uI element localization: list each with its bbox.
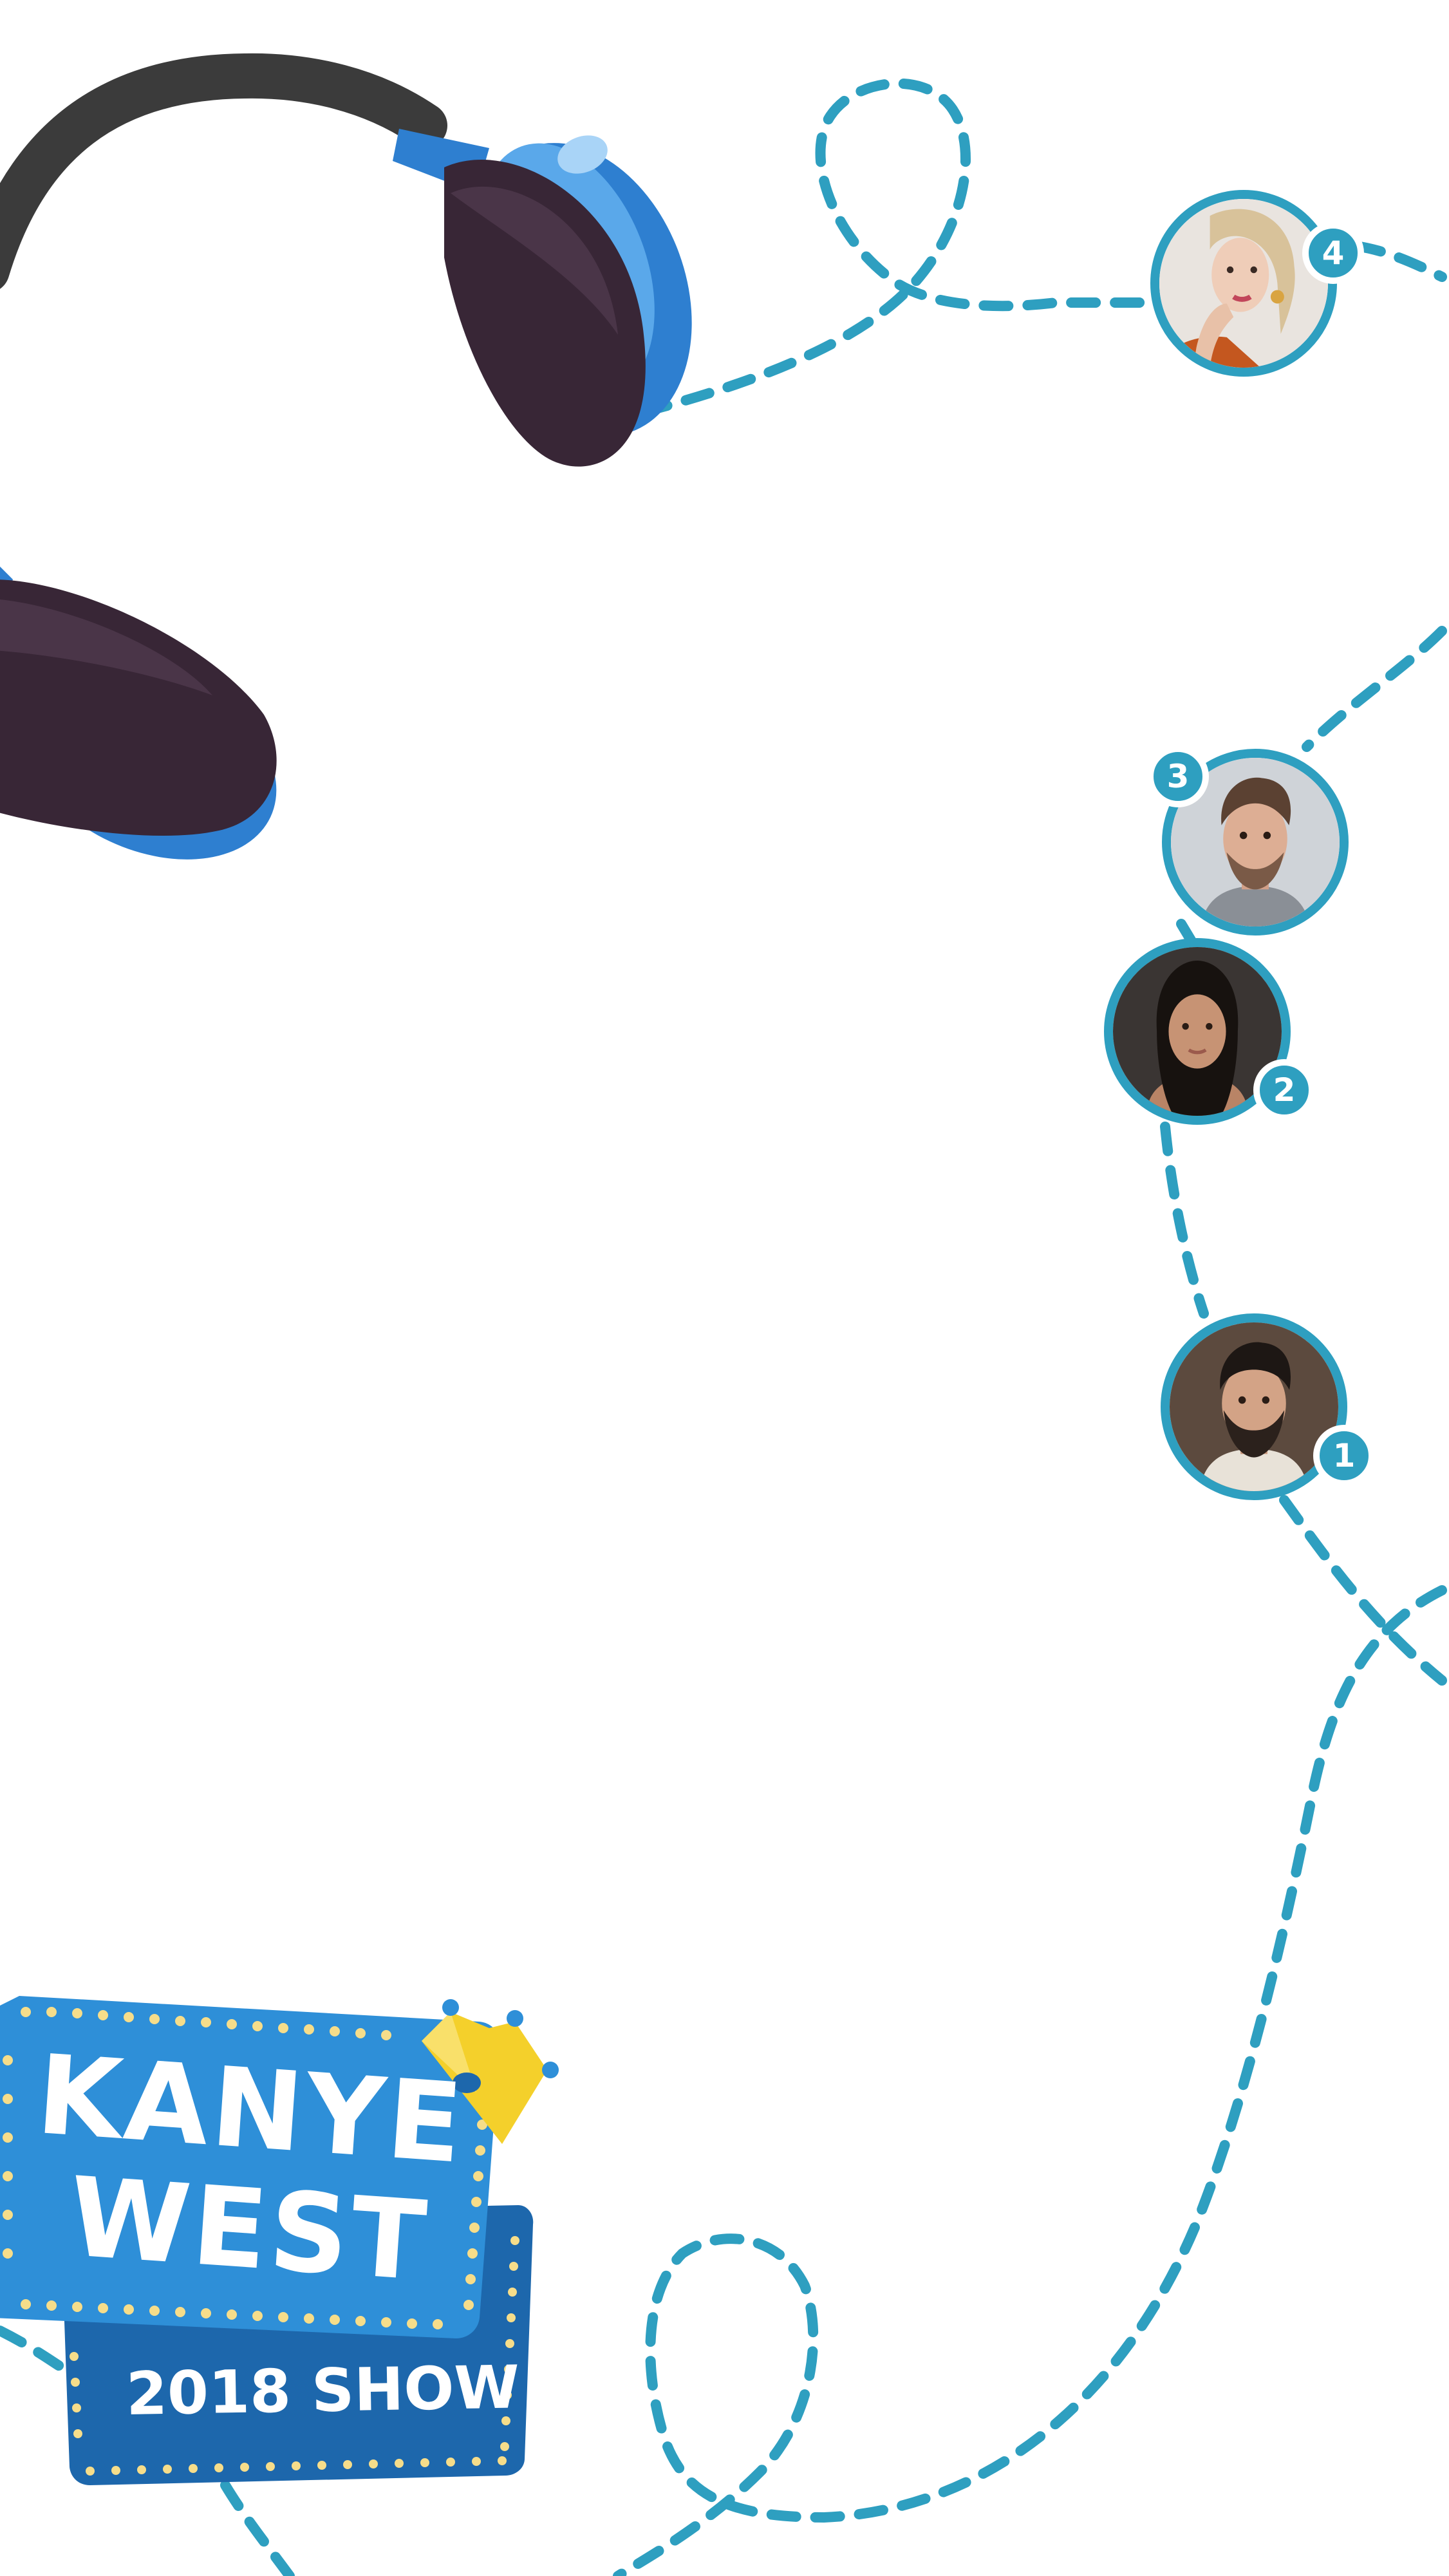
profile-number-badge-4: 4 (1302, 222, 1364, 284)
profile-photo-1 (1170, 1322, 1338, 1491)
poster-title-line2: WEST (65, 2154, 433, 2306)
profile-number-badge-3: 3 (1147, 746, 1209, 807)
profile-avatar-4[interactable] (1150, 190, 1337, 377)
poster-subtitle: 2018 SHOW (126, 2353, 520, 2429)
headphones-illustration (0, 53, 692, 860)
profile-number-badge-2: 2 (1253, 1059, 1315, 1121)
concert-sign (0, 1996, 559, 2485)
profile-number-badge-1: 1 (1313, 1425, 1375, 1487)
profile-photo-4 (1159, 199, 1328, 368)
dashed-route (0, 78, 1447, 2576)
crown-icon (422, 1999, 559, 2144)
